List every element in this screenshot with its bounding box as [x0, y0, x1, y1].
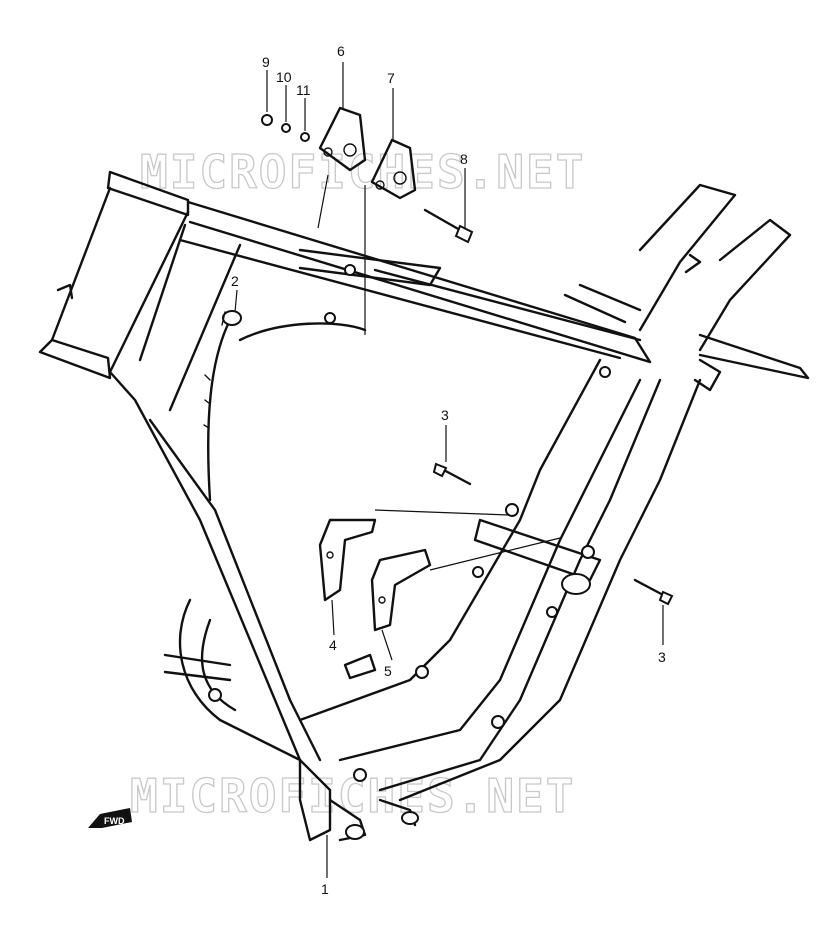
part-4-bracket	[318, 518, 377, 602]
watermark-top: MICROFICHES.NET	[140, 145, 585, 199]
callout-4: 4	[329, 637, 337, 653]
part-6-mount-plate	[318, 106, 367, 172]
part-3-bolt-lower	[633, 578, 674, 606]
leader-lines	[234, 62, 664, 878]
callout-8: 8	[460, 151, 468, 167]
part-2-plug	[221, 310, 242, 326]
part-9-nut	[261, 114, 273, 126]
part-8-bolt	[423, 208, 474, 244]
callout-numbers: 1 2 3 3 4 5 6 7 8 9 10 11	[231, 43, 666, 897]
callout-7: 7	[387, 70, 395, 86]
part-10-washer	[281, 123, 291, 133]
callout-6: 6	[337, 43, 345, 59]
callout-3-lower: 3	[658, 649, 666, 665]
callout-2: 2	[231, 273, 239, 289]
part-11-washer	[300, 132, 310, 142]
part-7-mount-plate	[370, 138, 417, 200]
part-3-bolt-upper	[432, 462, 472, 486]
part-5-bracket	[343, 548, 432, 680]
callout-11: 11	[296, 82, 311, 98]
fwd-label: FWD	[104, 816, 125, 826]
callout-3-upper: 3	[441, 407, 449, 423]
callout-1: 1	[321, 881, 329, 897]
frame-body	[38, 170, 810, 842]
callout-9: 9	[262, 54, 270, 70]
callout-10: 10	[276, 69, 292, 85]
callout-5: 5	[384, 663, 392, 679]
fwd-arrow-icon: FWD	[88, 808, 132, 828]
